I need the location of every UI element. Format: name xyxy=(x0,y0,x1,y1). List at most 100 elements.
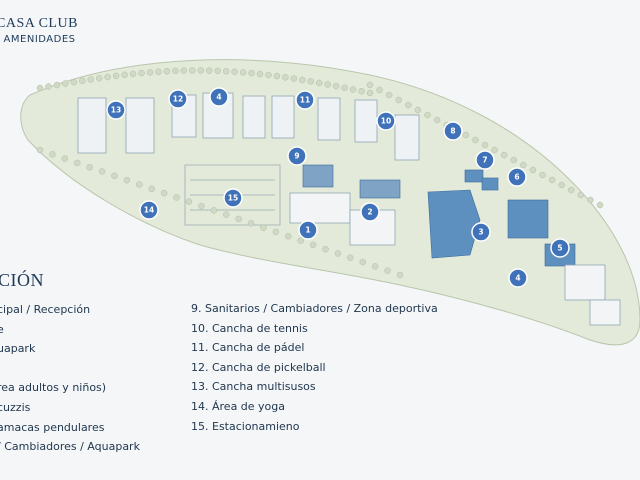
tree-icon xyxy=(424,111,431,119)
marker-8[interactable]: 8 xyxy=(443,121,463,141)
tree-icon xyxy=(324,81,331,88)
tree-icon xyxy=(315,79,323,87)
tree-icon xyxy=(45,83,52,90)
tree-icon xyxy=(577,191,585,199)
svg-text:5: 5 xyxy=(557,244,562,253)
legend-title: CIÓN xyxy=(0,270,44,290)
tree-icon xyxy=(235,215,242,223)
svg-text:14: 14 xyxy=(144,206,154,215)
tree-icon xyxy=(385,91,393,99)
tree-icon xyxy=(596,201,604,209)
tree-icon xyxy=(87,76,95,83)
marker-1[interactable]: 1 xyxy=(298,220,318,240)
legend-right-column: 9. Sanitarios / Cambiadores / Zona depor… xyxy=(191,299,438,436)
marker-7[interactable]: 7 xyxy=(475,150,495,170)
tree-icon xyxy=(155,68,162,75)
tree-icon xyxy=(510,156,517,164)
marker-10[interactable]: 10 xyxy=(376,111,396,131)
tree-icon xyxy=(282,74,289,81)
tree-icon xyxy=(173,194,180,201)
tree-icon xyxy=(548,176,556,184)
tree-icon xyxy=(366,81,374,89)
tree-icon xyxy=(332,82,340,90)
marker-6[interactable]: 6 xyxy=(507,167,527,187)
svg-text:4: 4 xyxy=(515,274,520,283)
tree-icon xyxy=(70,78,78,86)
marker-4-bottom[interactable]: 4 xyxy=(508,268,528,288)
tree-icon xyxy=(231,68,238,75)
tree-icon xyxy=(334,250,342,257)
legend-item: / Cambiadores / Aquapark xyxy=(0,440,140,454)
svg-text:15: 15 xyxy=(228,194,238,203)
svg-text:10: 10 xyxy=(381,117,391,126)
marker-11[interactable]: 11 xyxy=(295,90,315,110)
marker-4-top[interactable]: 4 xyxy=(209,87,229,107)
legend-item: 12. Cancha de pickelball xyxy=(191,360,326,374)
tree-icon xyxy=(307,78,315,85)
legend-item: rea adultos y niños) xyxy=(0,381,107,395)
tree-icon xyxy=(481,141,489,149)
tree-icon xyxy=(86,163,93,171)
tree-icon xyxy=(49,151,56,158)
svg-text:6: 6 xyxy=(514,173,519,182)
tree-icon xyxy=(104,73,111,81)
tree-icon xyxy=(214,67,221,75)
tree-icon xyxy=(163,67,171,75)
marker-14[interactable]: 14 xyxy=(139,200,159,220)
tree-icon xyxy=(95,74,103,82)
legend-item: 9. Sanitarios / Cambiadores / Zona depor… xyxy=(191,302,438,315)
tree-icon xyxy=(290,75,298,82)
marker-2[interactable]: 2 xyxy=(360,202,380,222)
legend-item: 14. Área de yoga xyxy=(191,399,286,413)
trees xyxy=(36,67,604,279)
tree-icon xyxy=(148,185,155,193)
tree-icon xyxy=(529,166,537,174)
legend-item: 13. Cancha multisusos xyxy=(191,380,316,394)
page-title: CASA CLUB xyxy=(0,16,78,31)
marker-12[interactable]: 12 xyxy=(168,89,188,109)
svg-text:1: 1 xyxy=(305,226,310,235)
legend-item: uapark xyxy=(0,342,36,356)
marker-9[interactable]: 9 xyxy=(287,146,307,166)
tree-icon xyxy=(347,254,354,262)
tree-icon xyxy=(371,263,379,270)
marker-5[interactable]: 5 xyxy=(550,238,570,258)
marker-15[interactable]: 15 xyxy=(223,188,243,208)
tree-icon xyxy=(322,245,329,253)
tree-icon xyxy=(146,69,154,76)
tree-icon xyxy=(112,72,120,80)
tree-icon xyxy=(129,70,137,78)
tree-icon xyxy=(272,228,280,236)
marker-3[interactable]: 3 xyxy=(471,222,491,242)
tree-icon xyxy=(358,88,365,95)
marker-13[interactable]: 13 xyxy=(106,100,126,120)
tree-icon xyxy=(256,70,264,78)
header: CASA CLUB / AMENIDADES xyxy=(0,16,78,45)
tree-icon xyxy=(265,71,272,79)
page-subtitle: / AMENIDADES xyxy=(0,34,76,45)
tree-icon xyxy=(36,146,44,154)
svg-text:4: 4 xyxy=(216,93,221,102)
tree-icon xyxy=(376,86,383,94)
tree-icon xyxy=(36,84,44,92)
tree-icon xyxy=(285,232,292,240)
legend-item: amacas pendulares xyxy=(0,420,105,434)
tree-icon xyxy=(185,198,193,205)
tree-icon xyxy=(222,211,230,218)
legend-left-column: cipal / Recepción e uapark rea adultos y… xyxy=(0,300,140,457)
svg-text:12: 12 xyxy=(173,95,183,104)
tree-icon xyxy=(98,168,106,175)
tree-icon xyxy=(491,146,498,154)
tree-icon xyxy=(210,207,218,214)
tree-icon xyxy=(539,171,546,179)
legend-item xyxy=(0,359,140,379)
tree-icon xyxy=(297,237,304,244)
tree-icon xyxy=(558,181,565,189)
tree-icon xyxy=(111,172,118,180)
svg-text:2: 2 xyxy=(367,208,372,217)
tree-icon xyxy=(239,69,247,76)
tree-icon xyxy=(366,89,374,97)
tree-icon xyxy=(180,67,188,74)
tree-icon xyxy=(247,220,255,227)
pools xyxy=(302,164,576,267)
